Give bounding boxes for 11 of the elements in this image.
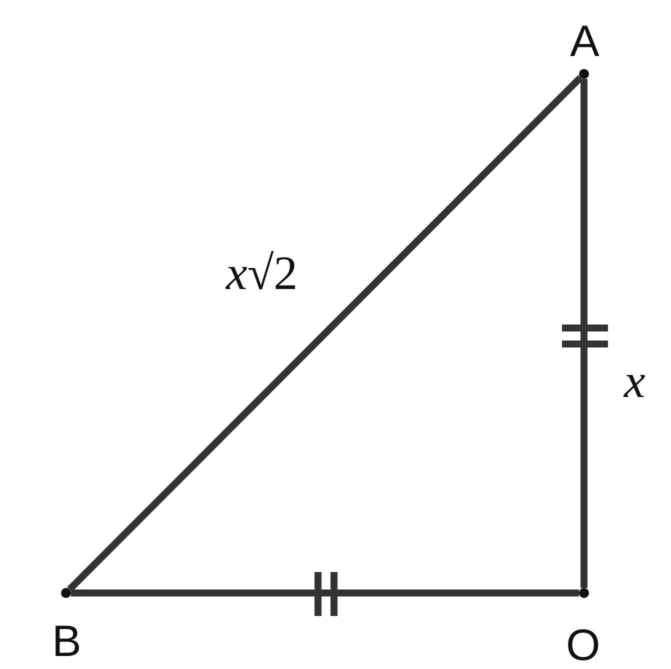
vertex-label: B xyxy=(52,620,82,664)
vertex-point xyxy=(61,588,71,598)
side-length-label: x xyxy=(624,358,646,406)
vertex-point xyxy=(579,588,589,598)
triangle-side xyxy=(71,590,579,596)
vertex-label: O xyxy=(566,624,600,668)
triangle-side xyxy=(580,79,588,588)
vertex-label: A xyxy=(570,20,600,64)
triangle-side xyxy=(67,75,583,592)
vertex-point xyxy=(579,69,589,79)
side-length-label: x√2 xyxy=(226,250,298,298)
